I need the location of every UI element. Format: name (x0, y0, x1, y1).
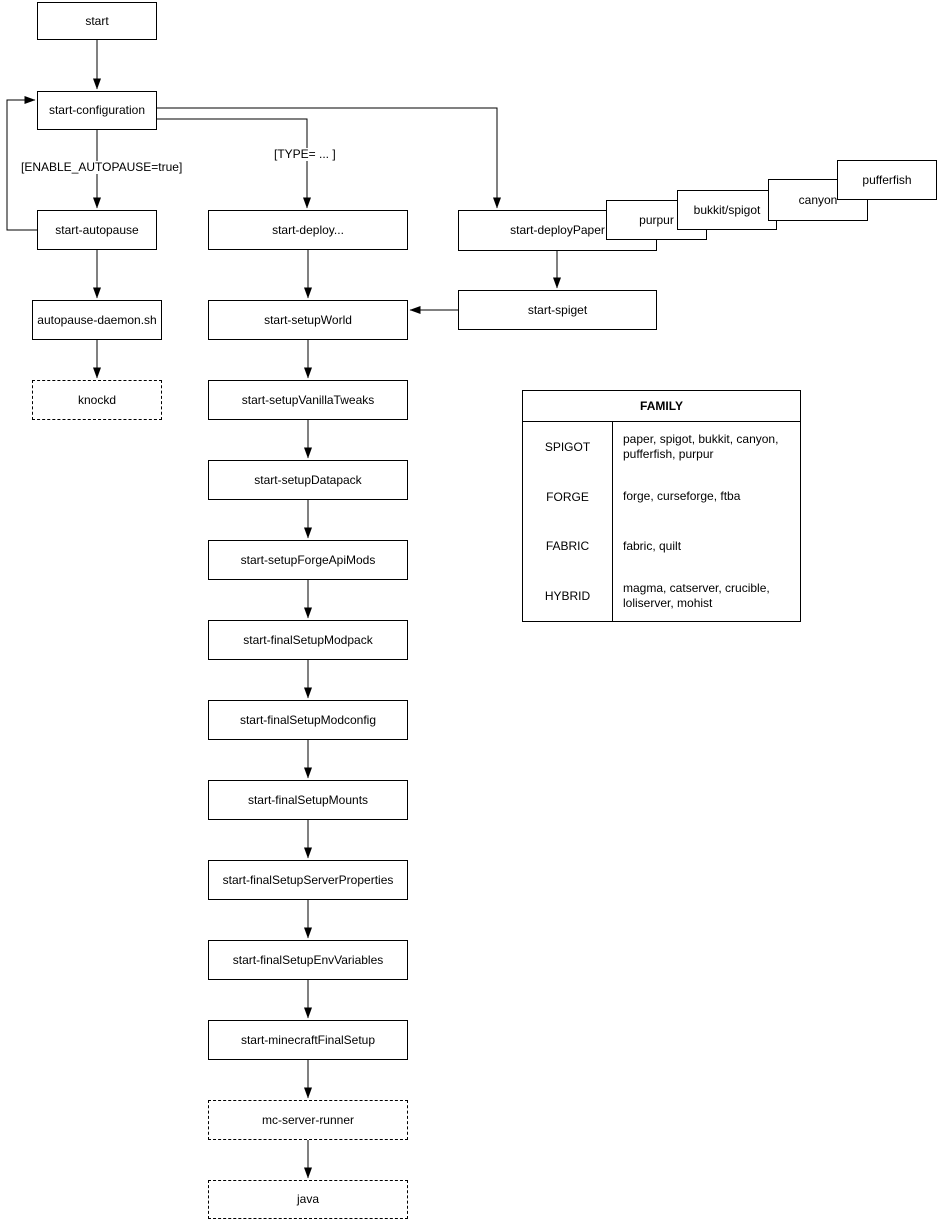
node-java: java (208, 1180, 408, 1219)
node-start: start (37, 2, 157, 40)
node-start-setupforgeapimods: start-setupForgeApiMods (208, 540, 408, 580)
family-name-cell: SPIGOT (523, 422, 613, 472)
node-start-setupdatapack: start-setupDatapack (208, 460, 408, 500)
family-table-title: FAMILY (523, 391, 800, 422)
node-start-deploy: start-deploy... (208, 210, 408, 250)
family-members-cell: paper, spigot, bukkit, canyon, pufferfis… (623, 431, 779, 461)
node-bukkit-spigot: bukkit/spigot (677, 190, 777, 230)
node-start-configuration: start-configuration (37, 91, 157, 130)
node-start-setupworld: start-setupWorld (208, 300, 408, 340)
node-start-autopause: start-autopause (37, 210, 157, 250)
family-members-cell: magma, catserver, crucible, loliserver, … (623, 581, 770, 611)
node-start-spiget: start-spiget (458, 290, 657, 330)
family-table: FAMILY SPIGOT paper, spigot, bukkit, can… (522, 390, 801, 622)
family-table-row: FABRIC fabric, quilt (523, 521, 800, 572)
edge-configuration-to-deploypaper (157, 107, 501, 209)
family-name-cell: HYBRID (523, 571, 613, 621)
node-start-finalsetupenvvariables: start-finalSetupEnvVariables (208, 940, 408, 980)
node-start-setupvanillatweaks: start-setupVanillaTweaks (208, 380, 408, 420)
edge-configuration-to-deploy (157, 118, 311, 209)
edge-autopause-loop-to-configuration (6, 96, 37, 231)
node-start-finalsetupserverproperties: start-finalSetupServerProperties (208, 860, 408, 900)
node-canyon: canyon (768, 179, 868, 221)
node-start-finalsetupmodpack: start-finalSetupModpack (208, 620, 408, 660)
node-autopause-daemon: autopause-daemon.sh (32, 300, 162, 340)
node-pufferfish: pufferfish (837, 160, 937, 200)
family-members-cell: forge, curseforge, ftba (623, 489, 741, 504)
edge-label-enable-autopause: [ENABLE_AUTOPAUSE=true] (19, 160, 185, 174)
family-table-row: SPIGOT paper, spigot, bukkit, canyon, pu… (523, 422, 800, 472)
family-name-cell: FABRIC (523, 521, 613, 572)
family-table-body: SPIGOT paper, spigot, bukkit, canyon, pu… (523, 422, 800, 621)
family-name-cell: FORGE (523, 471, 613, 522)
node-start-finalsetupmounts: start-finalSetupMounts (208, 780, 408, 820)
family-table-row: FORGE forge, curseforge, ftba (523, 471, 800, 522)
family-members-cell: fabric, quilt (623, 538, 682, 553)
edge-label-type: [TYPE= ... ] (272, 147, 338, 161)
node-start-minecraftfinalsetup: start-minecraftFinalSetup (208, 1020, 408, 1060)
node-start-finalsetupmodconfig: start-finalSetupModconfig (208, 700, 408, 740)
node-knockd: knockd (32, 380, 162, 420)
family-table-row: HYBRID magma, catserver, crucible, lolis… (523, 571, 800, 621)
node-mc-server-runner: mc-server-runner (208, 1100, 408, 1140)
